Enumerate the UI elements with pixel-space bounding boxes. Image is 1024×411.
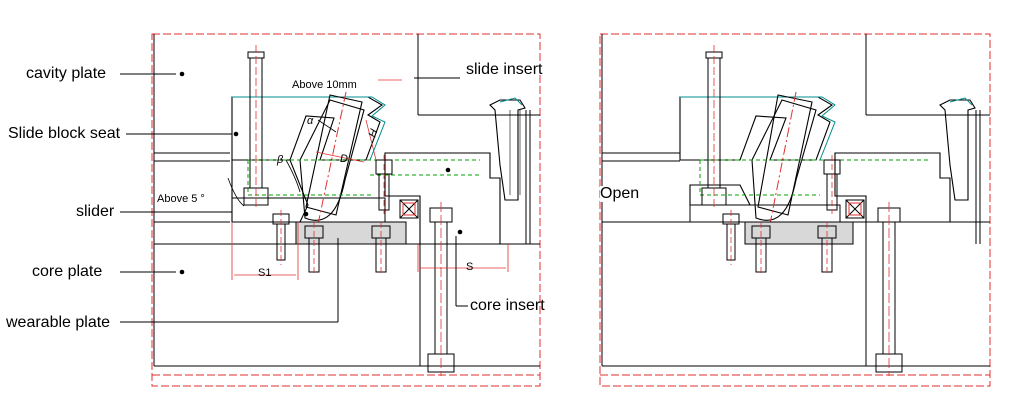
bolt-long-left — [243, 45, 269, 210]
label-above-5-deg: Above 5 ° — [157, 193, 205, 205]
dim-d: D — [340, 153, 348, 165]
slide-insert — [384, 152, 501, 245]
left-mold-view — [120, 33, 541, 387]
spring-block — [399, 199, 419, 219]
dimension-lines — [231, 79, 509, 280]
label-open: Open — [600, 185, 640, 202]
slider-body — [231, 159, 309, 223]
label-above-10mm: Above 10mm — [292, 79, 357, 91]
leader-lines — [120, 73, 468, 323]
bolt-long-core — [427, 202, 455, 376]
left-boundary-dashed — [151, 33, 541, 387]
dim-beta: β — [277, 154, 284, 166]
label-wearable-plate: wearable plate — [6, 314, 111, 331]
label-core-plate: core plate — [32, 263, 103, 280]
dim-s: S — [466, 261, 474, 273]
label-slider: slider — [76, 203, 115, 220]
angle-pin — [305, 91, 363, 225]
bolt-small-3 — [371, 222, 391, 276]
label-slide-insert: slide insert — [466, 61, 543, 78]
label-core-insert: core insert — [470, 297, 545, 314]
bolt-small-2 — [304, 222, 324, 276]
right-mold-view — [599, 33, 991, 387]
dim-alpha: α — [307, 115, 314, 127]
bolt-small-4 — [375, 155, 393, 214]
dim-s1: S1 — [258, 267, 272, 279]
parting-line-dashed — [247, 159, 480, 196]
label-cavity-plate: cavity plate — [26, 65, 107, 82]
right-boundary-dashed — [599, 33, 991, 387]
bolt-small-1 — [272, 210, 290, 265]
label-slide-block-seat: Slide block seat — [8, 125, 121, 142]
